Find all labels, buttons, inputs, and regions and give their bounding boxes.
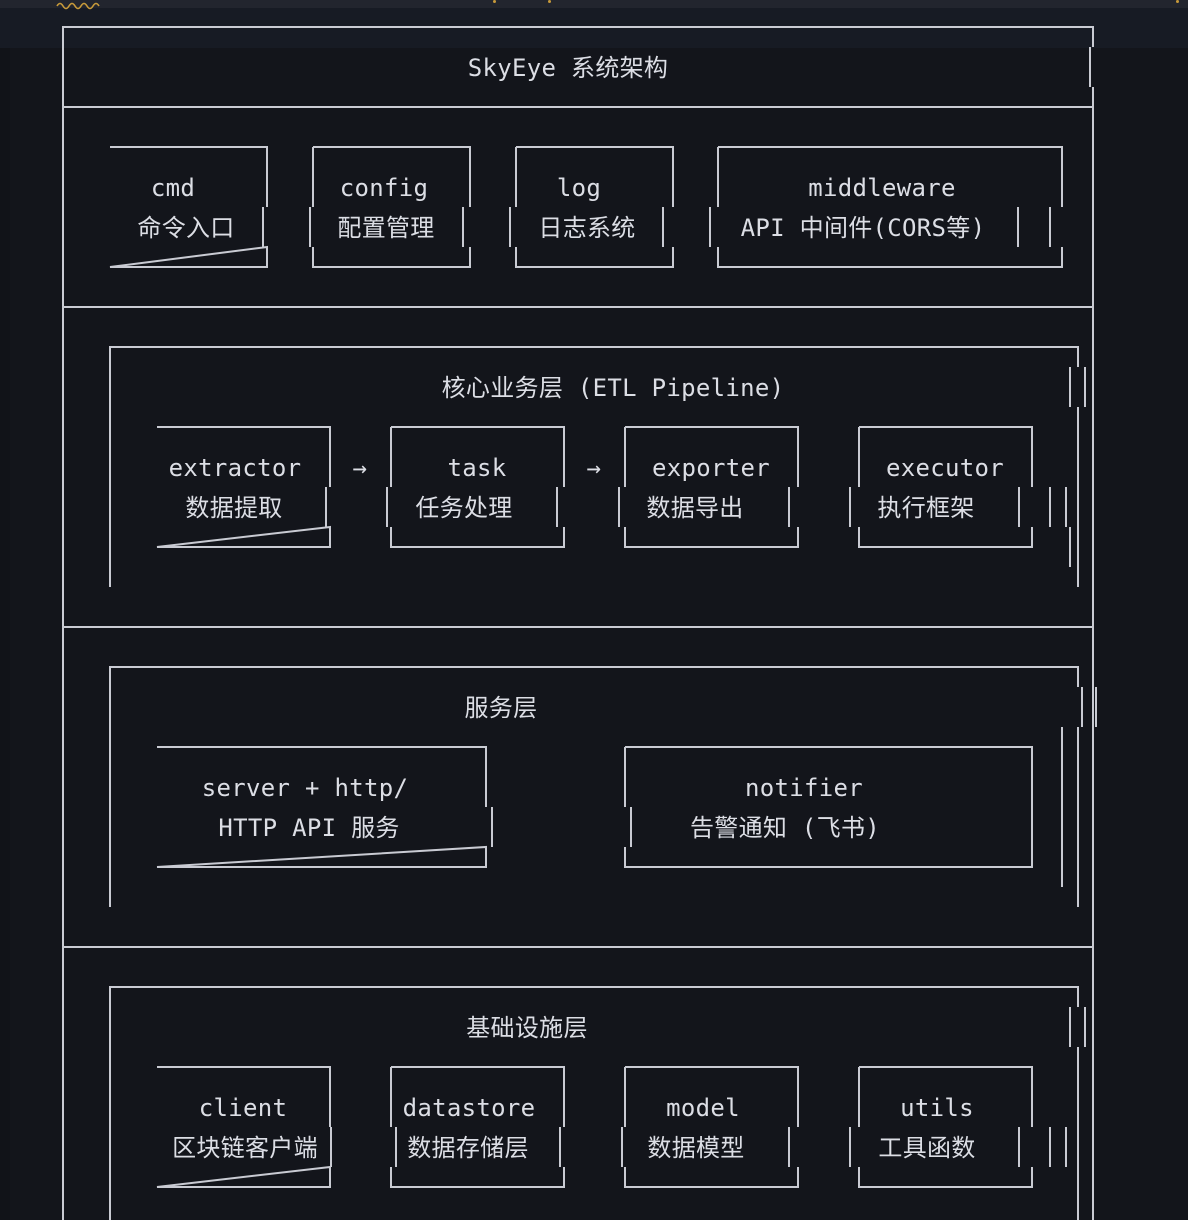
module-desc: 任务处理	[415, 494, 513, 522]
module-name: config	[339, 174, 429, 202]
datastore-box	[390, 1066, 565, 1188]
service-layer-box	[109, 666, 1079, 907]
module-desc: 工具函数	[878, 1134, 976, 1162]
module-desc: 日志系统	[538, 214, 636, 242]
warning-marker-icon	[493, 0, 496, 3]
module-desc: API 中间件(CORS等)	[740, 214, 986, 242]
module-desc: 命令入口	[137, 214, 235, 242]
module-name: executor	[886, 454, 1004, 482]
pipeline-arrow: →	[586, 454, 602, 482]
module-desc: 数据存储层	[407, 1134, 529, 1162]
module-desc: 数据模型	[647, 1134, 745, 1162]
warning-squiggle-icon	[56, 2, 100, 10]
pipeline-arrow: →	[352, 454, 368, 482]
previous-line-strip	[0, 0, 1188, 8]
module-desc: 执行框架	[877, 494, 975, 522]
client-box	[156, 1066, 332, 1188]
module-name: notifier	[745, 774, 863, 802]
module-name: datastore	[402, 1094, 536, 1122]
module-desc: HTTP API 服务	[218, 814, 400, 842]
notifier-box	[624, 746, 1033, 868]
module-name: utils	[900, 1094, 974, 1122]
log-box	[509, 146, 674, 268]
config-box	[309, 146, 471, 268]
module-name: extractor	[168, 454, 302, 482]
cmd-box	[109, 146, 268, 268]
module-desc: 配置管理	[337, 214, 435, 242]
exporter-box	[618, 426, 799, 548]
module-name: model	[666, 1094, 740, 1122]
warning-marker-icon	[1176, 0, 1179, 3]
executor-box	[849, 426, 1033, 548]
module-name: task	[447, 454, 507, 482]
module-desc: 数据提取	[185, 494, 283, 522]
warning-marker-icon	[548, 0, 551, 3]
server-box	[156, 746, 493, 868]
task-box	[386, 426, 565, 548]
module-name: middleware	[808, 174, 956, 202]
module-desc: 告警通知 (飞书)	[689, 814, 881, 842]
outer-frame	[62, 26, 1094, 1220]
module-desc: 区块链客户端	[172, 1134, 318, 1162]
module-name: cmd	[150, 174, 196, 202]
module-name: server + http/	[201, 774, 409, 802]
module-desc: 数据导出	[646, 494, 744, 522]
utils-box	[849, 1066, 1033, 1188]
module-name: exporter	[652, 454, 770, 482]
diagram-title: SkyEye 系统架构	[467, 54, 669, 82]
line-gutter	[0, 0, 10, 1220]
infra-layer-title: 基础设施层	[466, 1014, 588, 1042]
infra-layer-box	[109, 986, 1079, 1220]
module-name: client	[198, 1094, 288, 1122]
core-layer-title: 核心业务层 (ETL Pipeline)	[441, 374, 785, 402]
middleware-box	[709, 146, 1063, 268]
module-name: log	[556, 174, 602, 202]
service-layer-title: 服务层	[464, 694, 538, 722]
extractor-box	[156, 426, 331, 548]
model-box	[621, 1066, 799, 1188]
